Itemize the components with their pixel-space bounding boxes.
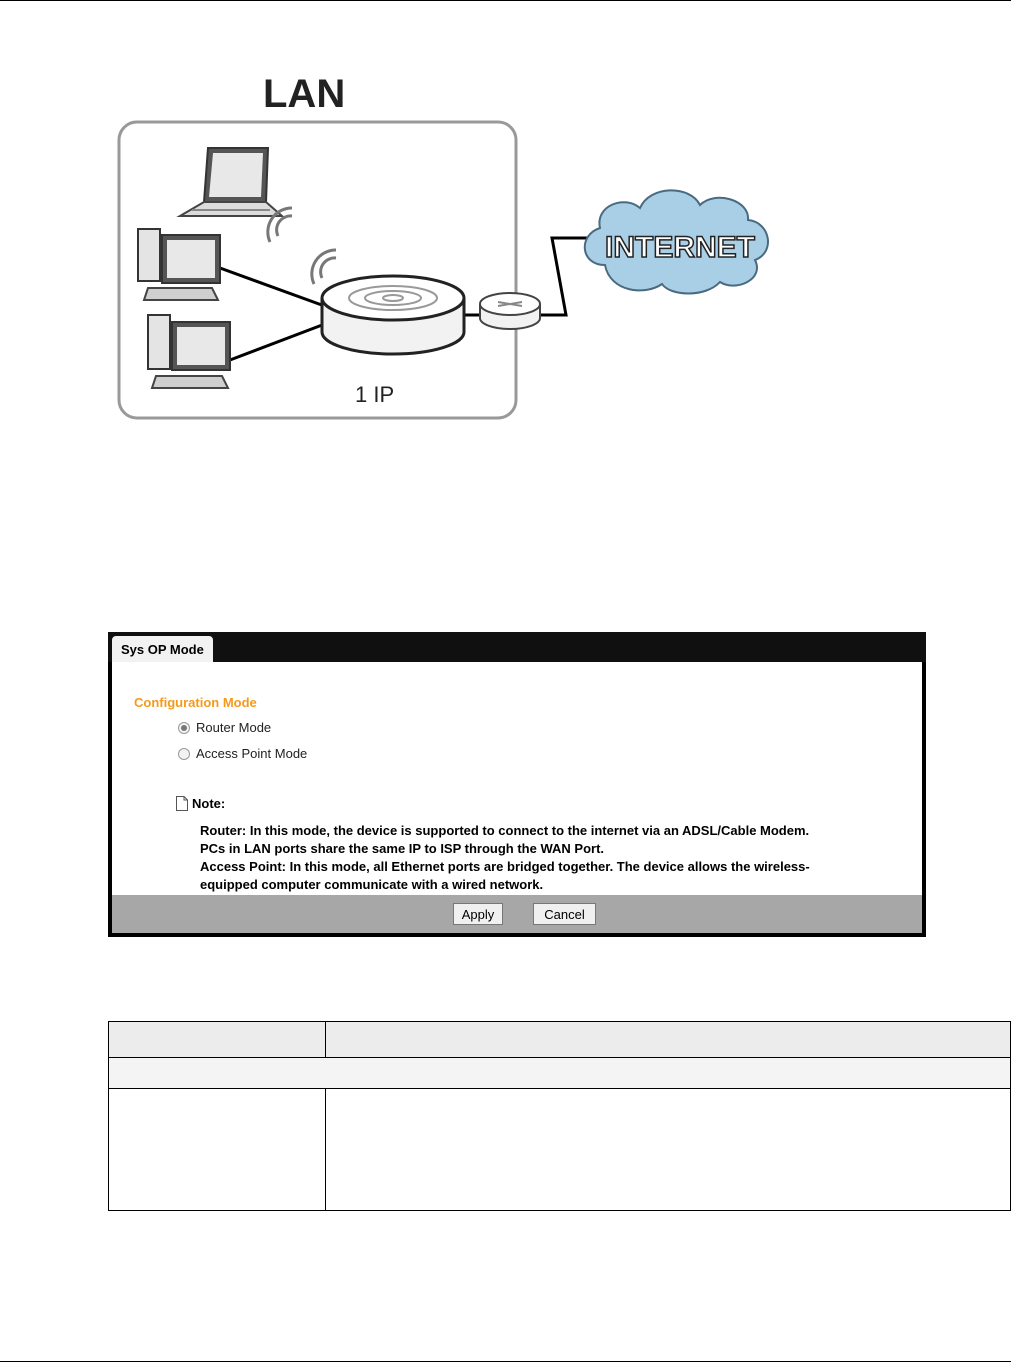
- note-line: PCs in LAN ports share the same IP to IS…: [200, 841, 605, 856]
- note-title: Note:: [192, 796, 226, 811]
- table-section-row: [109, 1058, 1010, 1089]
- apply-button[interactable]: Apply: [453, 903, 503, 925]
- wireless-router-icon: [320, 274, 466, 356]
- button-bar: Apply Cancel: [112, 895, 922, 933]
- footer-rule: [0, 1361, 1011, 1362]
- wireless-waves-icon: [266, 206, 337, 285]
- note-line: Access Point: In this mode, all Ethernet…: [200, 859, 810, 874]
- access-point-mode-label: Access Point Mode: [196, 746, 308, 761]
- access-point-mode-radio[interactable]: [178, 747, 190, 760]
- sys-op-mode-panel: Sys OP Mode Configuration Mode Router Mo…: [108, 632, 926, 937]
- internet-cloud-icon: INTERNET: [583, 189, 769, 295]
- lan-label: LAN: [263, 72, 345, 116]
- internet-label: INTERNET: [605, 231, 755, 264]
- cable-pc2: [229, 320, 331, 362]
- router-mode-radio[interactable]: [178, 721, 190, 734]
- panel-content: Configuration Mode Router Mode Access Po…: [112, 662, 922, 895]
- configuration-mode-title: Configuration Mode: [134, 695, 257, 710]
- cable-modem-internet: [540, 236, 605, 317]
- tab-bar: Sys OP Mode: [108, 632, 926, 662]
- router-mode-option[interactable]: Router Mode: [178, 720, 271, 735]
- network-diagram: LAN: [117, 72, 769, 420]
- note-line: equipped computer communicate with a wir…: [200, 877, 544, 892]
- cable-pc1: [219, 266, 331, 310]
- table-header-row: [109, 1022, 1010, 1058]
- tab-sys-op-mode[interactable]: Sys OP Mode: [112, 636, 213, 662]
- column-divider: [325, 1088, 326, 1210]
- laptop-icon: [176, 147, 285, 217]
- note-line: Router: In this mode, the device is supp…: [200, 823, 810, 838]
- description-table: [108, 1021, 1011, 1211]
- note-text: Router: In this mode, the device is supp…: [200, 822, 810, 894]
- column-divider: [325, 1022, 326, 1057]
- router-mode-label: Router Mode: [196, 720, 272, 735]
- access-point-mode-option[interactable]: Access Point Mode: [178, 746, 307, 761]
- note-heading: Note:: [176, 796, 225, 811]
- modem-icon: [479, 292, 541, 330]
- header-rule: [0, 0, 1011, 1]
- ip-label: 1 IP: [355, 382, 394, 407]
- note-document-icon: [176, 796, 188, 811]
- desktop-pc-icon: [137, 228, 221, 301]
- desktop-pc-icon: [147, 314, 231, 389]
- cancel-button[interactable]: Cancel: [533, 903, 596, 925]
